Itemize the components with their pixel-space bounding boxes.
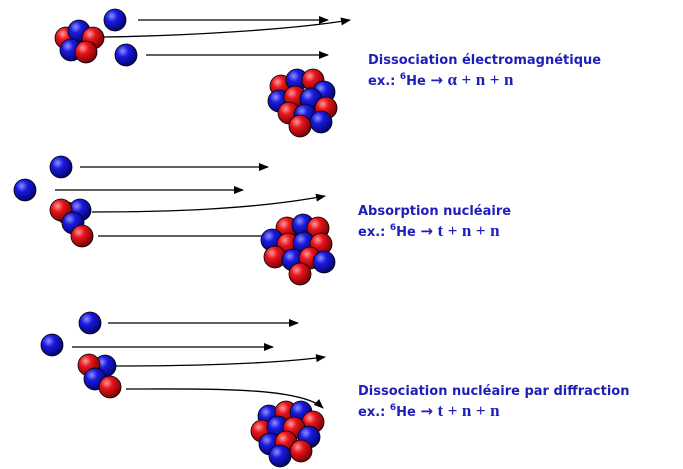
neutron-sphere (49, 155, 73, 179)
panel-1-target-nucleus (267, 68, 338, 138)
neutron-sphere (13, 178, 37, 202)
panel-3-caption: Dissociation nucléaire par diffraction e… (358, 383, 630, 421)
proton-sphere (74, 40, 98, 64)
element-symbol: He (396, 405, 416, 420)
product: n (490, 401, 500, 420)
panel-1-trajectories (102, 16, 351, 59)
neutron-sphere (103, 8, 127, 32)
trajectory-arrow (125, 388, 324, 409)
reaction-arrow: → (420, 402, 433, 420)
product: n (461, 221, 472, 240)
proton-sphere (98, 375, 122, 399)
product: α (447, 70, 457, 89)
product: n (503, 70, 514, 89)
product: n (475, 70, 486, 89)
neutron-sphere (40, 333, 64, 357)
panel-3-equation: ex.: 6He → t + n + n (358, 401, 500, 420)
neutron-sphere (78, 311, 102, 335)
panel-3-target-nucleus (250, 400, 325, 468)
panel-1-projectile (54, 8, 138, 67)
panel-3-projectile (40, 311, 122, 399)
equation-prefix: ex.: (358, 225, 386, 240)
mass-number: 6 (389, 403, 397, 413)
panel-1-title: Dissociation électromagnétique (368, 53, 602, 68)
mass-number: 6 (389, 223, 397, 233)
reaction-arrow: → (420, 222, 433, 240)
proton-sphere (70, 224, 94, 248)
product: t (437, 221, 444, 240)
panel-2-caption: Absorption nucléaire ex.: 6He → t + n + … (358, 203, 511, 241)
element-symbol: He (396, 225, 416, 240)
neutron-sphere (114, 43, 138, 67)
trajectory-arrow (102, 17, 351, 38)
product: t (437, 401, 444, 420)
product: n (461, 401, 472, 420)
reaction-arrow: → (430, 71, 443, 89)
trajectory-arrow (115, 354, 326, 367)
equation-prefix: ex.: (358, 405, 386, 420)
panel-2-target-nucleus (260, 213, 336, 286)
trajectory-arrow (91, 193, 326, 213)
panel-3-title: Dissociation nucléaire par diffraction (358, 384, 630, 399)
panel-2-trajectories (55, 163, 326, 240)
panel-2-equation: ex.: 6He → t + n + n (358, 221, 500, 240)
panel-2-title: Absorption nucléaire (358, 204, 512, 219)
panel-2-projectile (13, 155, 94, 248)
panel-1-caption: Dissociation électromagnétique ex.: 6He … (368, 52, 601, 90)
panel-1-equation: ex.: 6He → α + n + n (368, 70, 514, 89)
product: n (490, 221, 500, 240)
mass-number: 6 (399, 72, 407, 82)
equation-prefix: ex.: (368, 74, 396, 89)
panel-3-trajectories (72, 319, 326, 409)
element-symbol: He (406, 74, 426, 89)
